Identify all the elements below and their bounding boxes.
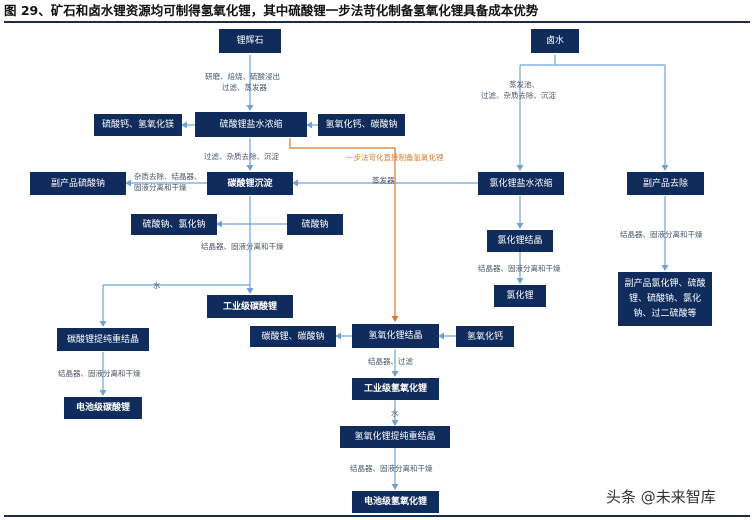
title-divider: [4, 21, 750, 23]
node-li2co3-na2co3: 碳酸锂、碳酸钠: [250, 326, 336, 347]
label-water1: 水: [153, 281, 161, 290]
label-one-step: 一步法苛化直接制备氢氧化锂: [346, 153, 444, 162]
label-licl-step: 结晶器、固液分离和干燥: [478, 264, 561, 273]
node-lioh-recryst: 氢氧化锂提纯重结晶: [340, 426, 450, 448]
node-li-sulfate-conc: 硫酸锂盐水浓缩: [195, 112, 307, 137]
node-caso4-mgoh: 硫酸钙、氢氧化镁: [94, 114, 182, 136]
node-spodumene: 锂辉石: [219, 29, 281, 53]
node-byproducts-list: 副产品氯化钾、硫酸锂、硫酸钠、氯化钠、过二硫酸等: [618, 272, 712, 326]
node-na2so4: 硫酸钠: [287, 214, 343, 235]
node-licl: 氯化锂: [494, 285, 546, 307]
label-recryst-step: 结晶器、固液分离和干燥: [58, 369, 141, 378]
node-industrial-li2co3: 工业级碳酸锂: [207, 295, 293, 318]
node-caoh2: 氢氧化钙: [456, 326, 514, 347]
node-byproduct-removal: 副产品去除: [627, 172, 704, 195]
node-licl-cryst: 氯化锂结晶: [487, 230, 553, 252]
node-caoh-na2co3: 氢氧化钙、碳酸钠: [318, 114, 405, 136]
label-spod-step2: 过滤、蒸发器: [222, 83, 267, 92]
node-battery-li2co3: 电池级碳酸锂: [64, 397, 142, 419]
label-lioh-final-step: 结晶器、固液分离和干燥: [350, 464, 433, 473]
label-brine-step2: 过滤、杂质去除、沉淀: [481, 91, 556, 100]
edge-one-step: [289, 138, 399, 322]
node-battery-lioh: 电池级氢氧化锂: [352, 491, 439, 513]
node-na2so4-nacl: 硫酸钠、氯化钠: [131, 214, 217, 235]
node-industrial-lioh: 工业级氢氧化锂: [352, 378, 439, 400]
label-precip-left2: 固液分离和干燥: [134, 183, 187, 192]
node-li2co3-recryst: 碳酸锂提纯重结晶: [57, 328, 149, 351]
label-evaporator: 蒸发器: [372, 176, 395, 185]
label-byprod-step: 结晶器、固液分离和干燥: [620, 230, 703, 239]
label-spod-step1: 研磨、焙烧、硫酸浸出: [205, 72, 280, 81]
node-li2co3-precip: 碳酸锂沉淀: [207, 172, 293, 195]
node-licl-conc: 氯化锂盐水浓缩: [478, 172, 564, 195]
node-byproduct-na2so4: 副产品硫酸钠: [30, 172, 126, 195]
label-sulfate-step: 过滤、杂质去除、沉淀: [204, 152, 279, 161]
bottom-divider: [4, 515, 750, 517]
label-water2: 水: [391, 409, 399, 418]
label-precip-left1: 杂质去除、结晶器、: [134, 172, 202, 181]
watermark: 头条 @未来智库: [606, 488, 716, 506]
label-cryst-step: 结晶器、固液分离和干燥: [201, 242, 284, 251]
node-brine: 卤水: [531, 29, 579, 53]
label-brine-step1: 蒸发池、: [509, 80, 539, 89]
node-lioh-cryst: 氢氧化锂结晶: [352, 324, 439, 348]
figure-title: 图 29、矿石和卤水锂资源均可制得氢氧化锂，其中硫酸锂一步法苛化制备氢氧化锂具备…: [4, 3, 539, 18]
label-lioh-step: 结晶器、过滤: [368, 357, 413, 366]
